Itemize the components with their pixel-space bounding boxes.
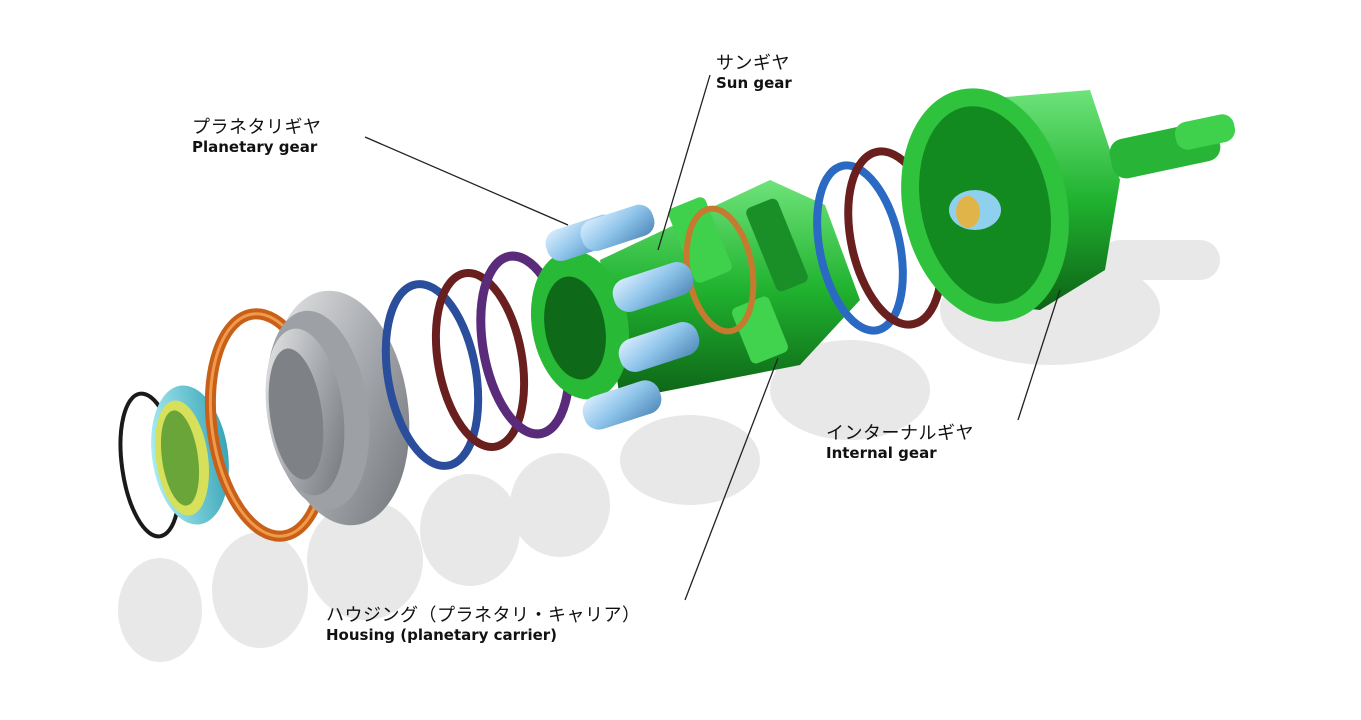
planet-gear-2 xyxy=(612,262,694,312)
planet-gear-4 xyxy=(582,380,662,430)
leader-lines xyxy=(364,74,1061,601)
planetary-gear-label-jp: プラネタリギヤ xyxy=(192,117,322,138)
ground-shadow xyxy=(118,240,1220,662)
silver-housing xyxy=(265,290,410,526)
sun-gear-label-jp: サンギヤ xyxy=(716,53,790,74)
leader-internal-gear xyxy=(1017,289,1061,421)
blue-ring xyxy=(381,280,483,470)
sun-gear-label: サンギヤ Sun gear xyxy=(716,53,792,92)
planet-gear-1 xyxy=(545,204,655,262)
internal-gear-label: インターナルギヤ Internal gear xyxy=(826,423,974,462)
leader-planetary-gear xyxy=(364,136,569,226)
planetary-gears xyxy=(545,204,700,430)
sun-gear-label-en: Sun gear xyxy=(716,73,792,92)
leader-housing xyxy=(684,357,779,601)
planetary-gear-label-en: Planetary gear xyxy=(192,137,318,156)
internal-gear-drum xyxy=(901,88,1236,322)
planetary-gear-label: プラネタリギヤ Planetary gear xyxy=(192,117,322,156)
housing-label-en: Housing (planetary carrier) xyxy=(326,625,558,644)
leader-sun-gear xyxy=(657,74,711,251)
needle-bearing xyxy=(151,385,229,525)
internal-gear-label-en: Internal gear xyxy=(826,443,937,462)
blue-ring-right xyxy=(813,161,907,335)
maroon-ring xyxy=(431,269,529,451)
housing-label-jp: ハウジング（プラネタリ・キャリア） xyxy=(326,605,641,626)
planet-gear-3 xyxy=(618,322,700,372)
internal-gear-label-jp: インターナルギヤ xyxy=(826,423,974,444)
housing-label: ハウジング（プラネタリ・キャリア） Housing (planetary car… xyxy=(326,605,641,644)
